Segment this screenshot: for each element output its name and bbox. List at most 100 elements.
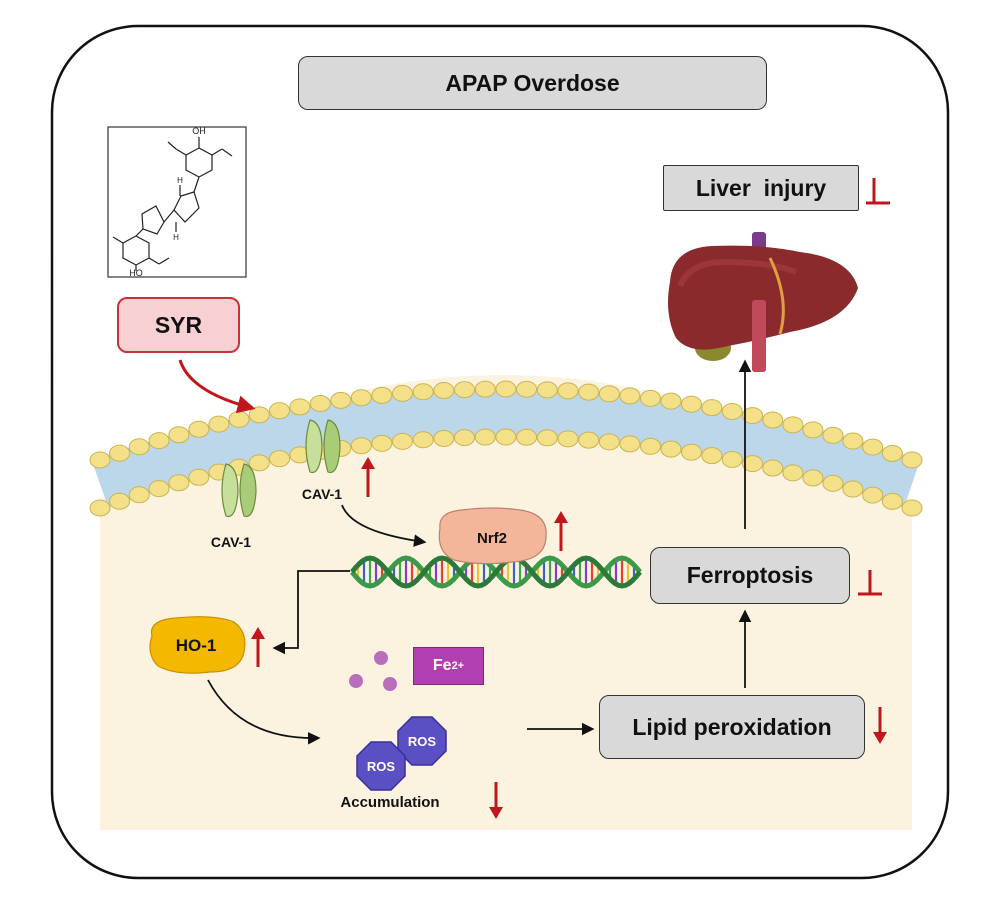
lipid-head xyxy=(598,433,620,451)
lipid-head xyxy=(109,492,131,510)
lipid-head xyxy=(578,383,600,401)
lipid-head xyxy=(228,410,250,428)
lipid-head xyxy=(862,438,884,456)
lipid-head xyxy=(578,431,600,449)
dna-helix-icon xyxy=(350,555,642,589)
lipid-head xyxy=(639,437,661,455)
lipid-head xyxy=(412,431,434,449)
lipid-head xyxy=(762,411,784,429)
lipid-head xyxy=(598,385,620,403)
ho1-up-arrow-icon xyxy=(251,627,265,667)
lipid-head xyxy=(557,430,579,448)
liver-injury-inhibition-icon xyxy=(866,178,890,205)
cell-membrane xyxy=(89,380,923,517)
lipid-head xyxy=(822,426,844,444)
lipid-head xyxy=(721,402,743,420)
syr-box: SYR xyxy=(117,297,240,353)
lipid-head xyxy=(516,428,538,446)
lipid-peroxidation-box: Lipid peroxidation xyxy=(599,695,865,759)
page-title: APAP Overdose xyxy=(445,69,620,96)
accumulation-label: Accumulation xyxy=(340,794,439,811)
lipid-head xyxy=(128,486,150,504)
lipid-head xyxy=(168,474,190,492)
dna-to-ho1-arrow xyxy=(272,570,350,655)
lipid-head xyxy=(89,451,111,469)
lipid-peroxidation-label: Lipid peroxidation xyxy=(632,713,832,740)
lipid-head xyxy=(680,395,702,413)
lipid-head xyxy=(660,392,682,410)
cav1-channel-right-icon xyxy=(305,419,341,474)
cav1-right-label: CAV-1 xyxy=(302,486,342,502)
lipid-down-arrow-icon xyxy=(873,707,887,744)
ferroptosis-inhibition-icon xyxy=(858,570,882,596)
lipid-head xyxy=(782,416,804,434)
lipid-head xyxy=(802,469,824,487)
lipid-head xyxy=(433,382,455,400)
lipid-head xyxy=(269,402,291,420)
h-top-label: H xyxy=(177,176,183,185)
lipid-head xyxy=(208,415,230,433)
lipid-head xyxy=(330,391,352,409)
lipid-head xyxy=(188,420,210,438)
lipid-head xyxy=(474,380,496,398)
syr-to-membrane-arrow xyxy=(178,359,256,414)
lipid-head xyxy=(557,382,579,400)
lipid-head xyxy=(802,421,824,439)
lipid-head xyxy=(881,492,903,510)
lipid-head xyxy=(89,499,111,517)
nrf2-protein-icon xyxy=(438,507,547,565)
chemical-structure-frame xyxy=(107,126,247,278)
lipid-head xyxy=(901,499,923,517)
lipid-head xyxy=(309,394,331,412)
cav1-channel-left-icon xyxy=(221,463,257,518)
lipid-head xyxy=(701,447,723,465)
apap-overdose-title-box: APAP Overdose xyxy=(298,56,767,110)
lipid-head xyxy=(619,387,641,405)
h-bottom-label: H xyxy=(173,233,179,242)
syringaresinol-structure-icon xyxy=(112,137,233,271)
oh-top-label: OH xyxy=(192,126,206,136)
lipid-head xyxy=(350,389,372,407)
iron-particles-icon xyxy=(349,651,397,691)
lipid-head xyxy=(495,380,517,398)
lipid-head xyxy=(660,440,682,458)
liver-icon xyxy=(668,232,858,372)
lipid-head xyxy=(289,398,311,416)
lipid-head xyxy=(536,381,558,399)
lipid-head xyxy=(536,429,558,447)
ros-label-b: ROS xyxy=(408,734,437,749)
ho1-protein-icon xyxy=(149,616,246,674)
fe-label: Fe xyxy=(432,657,452,674)
cav1-left-label: CAV-1 xyxy=(211,534,251,550)
lipid-head xyxy=(371,386,393,404)
syr-label: SYR xyxy=(154,311,203,338)
lipid-head xyxy=(721,450,743,468)
lipid-head xyxy=(822,474,844,492)
ros-down-arrow-icon xyxy=(489,782,503,819)
lipid-head xyxy=(901,451,923,469)
liver-injury-box: Liver injury xyxy=(663,165,859,211)
lipid-head xyxy=(412,383,434,401)
lipid-head xyxy=(168,426,190,444)
ferroptosis-label: Ferroptosis xyxy=(686,562,814,588)
lipid-head xyxy=(350,437,372,455)
fe-charge-label: 2+ xyxy=(451,660,465,672)
lipid-head xyxy=(495,428,517,446)
lipid-head xyxy=(516,380,538,398)
ferroptosis-box: Ferroptosis xyxy=(650,547,850,604)
lipid-head xyxy=(762,459,784,477)
lipid-head xyxy=(248,454,270,472)
ho-bottom-label: HO xyxy=(129,268,143,278)
lipid-head xyxy=(701,399,723,417)
lipid-head xyxy=(371,434,393,452)
lipid-head xyxy=(128,438,150,456)
lipid-head xyxy=(109,444,131,462)
lipid-head xyxy=(742,407,764,425)
lipid-head xyxy=(148,432,170,450)
lipid-head xyxy=(619,435,641,453)
lipid-head xyxy=(454,429,476,447)
lipid-head xyxy=(148,480,170,498)
